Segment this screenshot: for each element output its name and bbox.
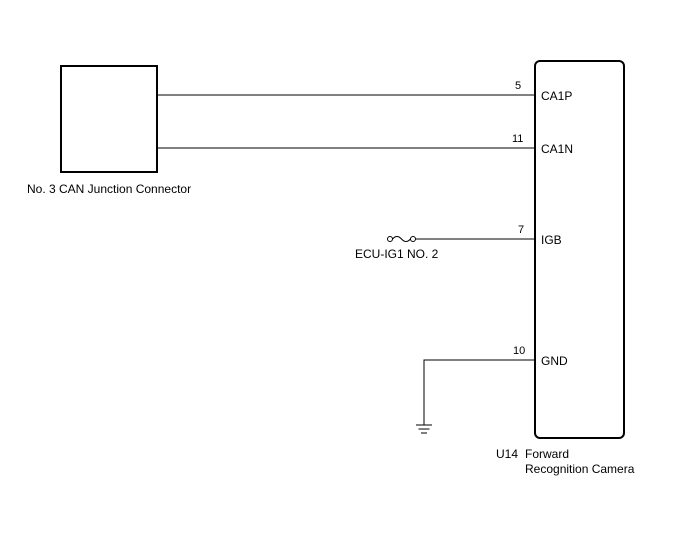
pin-name-ca1p: CA1P — [541, 89, 572, 103]
wire-gnd — [423, 359, 535, 425]
can-junction-connector-box — [60, 65, 158, 173]
ground-icon — [416, 424, 432, 434]
fuse-icon — [387, 236, 416, 242]
pin-name-ca1n: CA1N — [541, 142, 573, 156]
camera-code: U14 — [496, 447, 518, 461]
camera-box — [534, 60, 625, 439]
camera-name-line2: Recognition Camera — [525, 462, 635, 476]
pin-number-ca1n: 11 — [512, 133, 523, 145]
camera-name-line1: Forward — [525, 447, 569, 461]
pin-name-gnd: GND — [541, 354, 568, 368]
pin-number-gnd: 10 — [513, 345, 525, 357]
fuse-label: ECU-IG1 NO. 2 — [355, 247, 439, 261]
pin-number-igb: 7 — [518, 224, 524, 236]
pin-name-igb: IGB — [541, 233, 562, 247]
pin-number-ca1p: 5 — [515, 80, 521, 92]
can-junction-connector-label: No. 3 CAN Junction Connector — [27, 182, 191, 196]
